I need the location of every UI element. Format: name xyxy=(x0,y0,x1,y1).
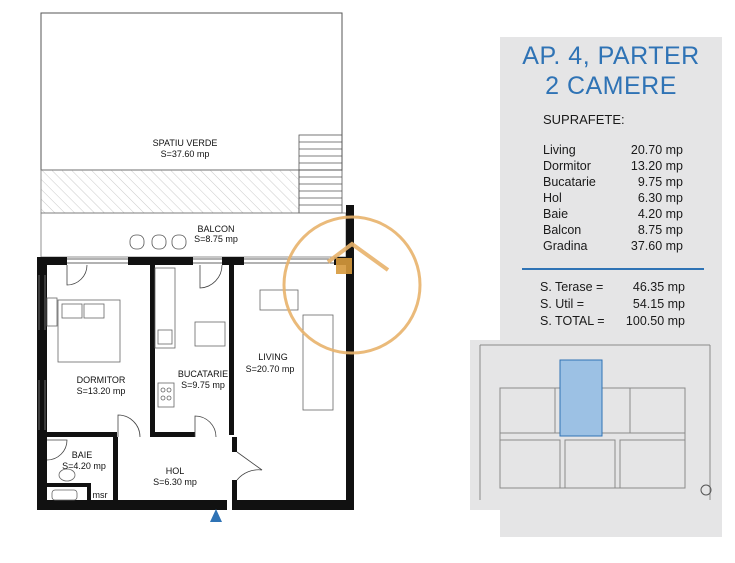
floor-plan: SPATIU VERDE S=37.60 mp BALCON S=8.75 mp… xyxy=(37,12,422,522)
furniture xyxy=(46,267,334,501)
room-area-bucatarie: S=9.75 mp xyxy=(181,380,225,390)
highlighted-apartment xyxy=(559,359,603,437)
stairs xyxy=(298,134,343,214)
room-name-dormitor: DORMITOR xyxy=(77,375,126,385)
room-area-living: S=20.70 mp xyxy=(246,364,295,374)
room-name-bucatarie: BUCATARIE xyxy=(178,369,228,379)
room-name-living: LIVING xyxy=(258,352,288,362)
apartment-title: AP. 4, PARTER xyxy=(522,42,700,70)
entrance-arrow-icon xyxy=(210,509,222,522)
msr-label: msr xyxy=(93,490,108,500)
room-area-dormitor: S=13.20 mp xyxy=(77,386,126,396)
terrace-hatch xyxy=(40,169,300,214)
room-name-balcon: BALCON xyxy=(197,224,234,234)
room-area-baie: S=4.20 mp xyxy=(62,461,106,471)
room-area-balcon: S=8.75 mp xyxy=(194,234,238,244)
room-name-hol: HOL xyxy=(166,466,185,476)
divider xyxy=(522,268,704,270)
windows xyxy=(38,258,334,430)
balcony-chairs xyxy=(129,234,187,250)
apartment-info-panel: AP. 4, PARTER 2 CAMERE SUPRAFETE: Living… xyxy=(470,37,722,537)
walls xyxy=(37,205,354,510)
room-area-spatiu-verde: S=37.60 mp xyxy=(161,149,210,159)
rooms-count: 2 CAMERE xyxy=(545,72,677,100)
building-key-plan xyxy=(470,340,720,510)
room-area-hol: S=6.30 mp xyxy=(153,477,197,487)
room-name-spatiu-verde: SPATIU VERDE xyxy=(153,138,218,148)
room-name-baie: BAIE xyxy=(72,450,93,460)
compass-icon xyxy=(700,484,712,496)
doors xyxy=(46,264,263,481)
surfaces-heading: SUPRAFETE: xyxy=(543,112,625,127)
watermark-logo xyxy=(282,215,422,355)
